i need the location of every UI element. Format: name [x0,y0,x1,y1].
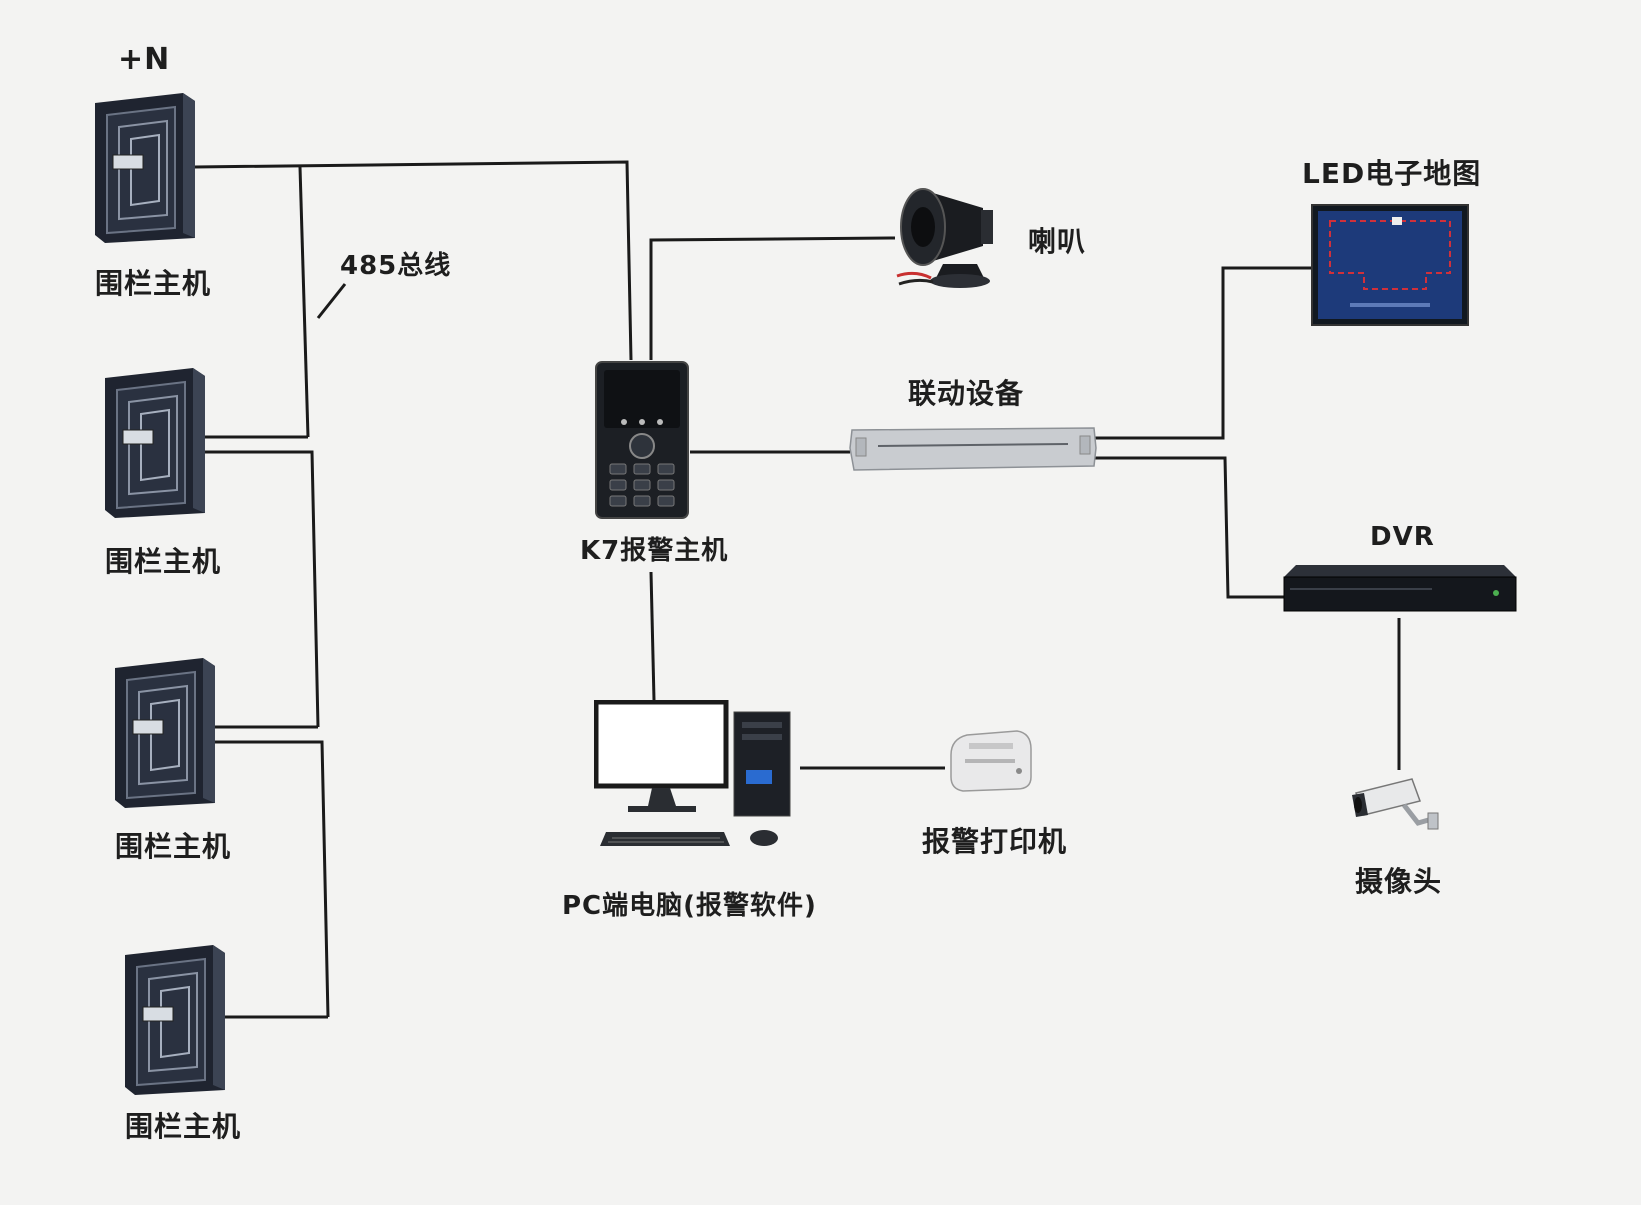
fence-host-label-3: 围栏主机 [115,830,232,863]
led-map-label: LED电子地图 [1302,157,1482,190]
thermal-printer-icon [950,730,1032,792]
fence-host-icon [95,93,195,243]
fence-host-label-4: 围栏主机 [125,1110,242,1143]
fence-host-icon [105,368,205,518]
wire-linkage-dvr [1095,456,1285,599]
speaker-label: 喇叭 [1028,225,1087,258]
bus-label: 485总线 [340,251,452,281]
wire-linkage-led [1095,266,1317,440]
fence-host-icon [115,658,215,808]
fence-host-label-1: 围栏主机 [95,267,212,300]
wire-fence2-down [205,450,320,728]
fence-host-label-2: 围栏主机 [105,545,222,578]
horn-speaker-icon [896,188,993,288]
keypad-alarm-icon [595,361,689,519]
bus-leader-line [316,283,347,319]
linkage-device-label: 联动设备 [908,377,1025,410]
k7-alarm-host-label: K7报警主机 [580,536,729,566]
plus-n-label: +N [118,42,171,77]
fence-host-icon [125,945,225,1095]
dvr-label: DVR [1370,522,1435,552]
cctv-camera-icon [1352,778,1439,830]
wire-k7-pc [649,571,656,701]
desktop-pc-icon [594,700,791,846]
rack-device-icon [849,427,1097,471]
wire-fence3-down [215,740,330,1018]
wire-bus-trunk [298,166,310,438]
printer-label: 报警打印机 [922,825,1068,858]
pc-label: PC端电脑(报警软件) [562,891,817,921]
camera-label: 摄像头 [1355,865,1443,898]
wire-fence1-k7 [194,160,633,361]
wire-k7-speaker [649,236,896,360]
dvr-icon [1283,565,1517,612]
led-map-icon [1311,204,1469,326]
